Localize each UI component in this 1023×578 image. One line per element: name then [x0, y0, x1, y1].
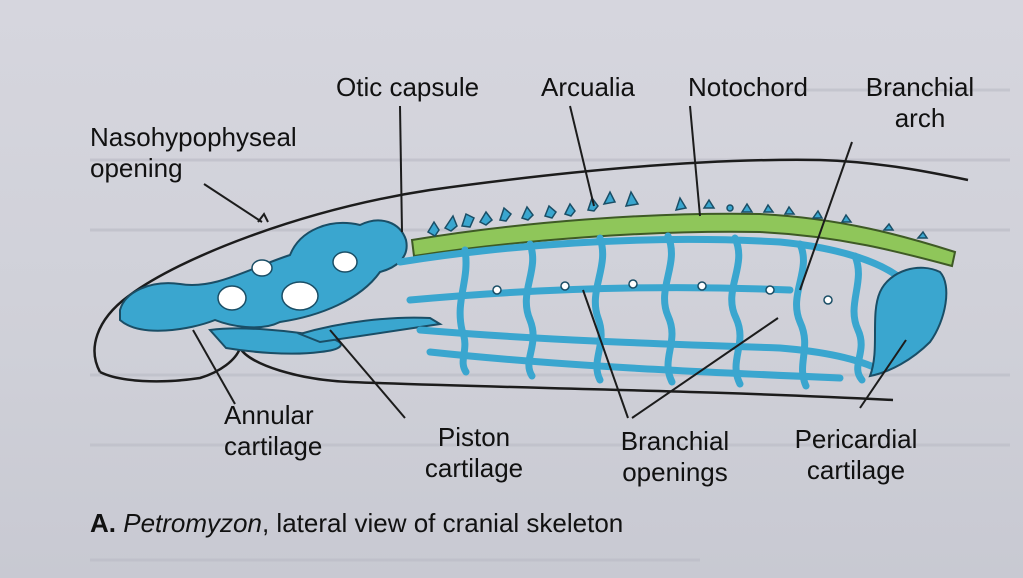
- label-branchial-openings-line2: openings: [622, 457, 728, 487]
- label-branchial-arch-line2: arch: [894, 103, 946, 133]
- label-annular-line2: cartilage: [224, 431, 323, 461]
- label-branchial-openings-line1: Branchial: [620, 426, 730, 456]
- label-arcualia: Arcualia: [541, 72, 635, 102]
- branchial-basket: [396, 232, 904, 390]
- label-notochord: Notochord: [688, 72, 808, 102]
- label-piston-line2: cartilage: [424, 453, 524, 483]
- branchial-openings-circles: [492, 279, 833, 305]
- label-branchial-arch: Branchial arch: [855, 72, 985, 134]
- label-nasohypophyseal-opening: Nasohypophyseal opening: [90, 122, 297, 184]
- label-otic-capsule: Otic capsule: [336, 72, 480, 102]
- caption-text: , lateral view of cranial skeleton: [261, 508, 624, 538]
- figure-caption: A. Petromyzon, lateral view of cranial s…: [90, 508, 623, 539]
- label-piston-cartilage: Piston cartilage: [404, 422, 544, 484]
- label-annular-line1: Annular: [224, 400, 314, 430]
- label-pericardial-line2: cartilage: [806, 455, 906, 485]
- arcualia-group: [426, 190, 929, 239]
- label-nasohypophyseal-line2: opening: [90, 153, 183, 183]
- label-pericardial-line1: Pericardial: [794, 424, 918, 454]
- label-nasohypophyseal-line1: Nasohypophyseal: [90, 122, 297, 152]
- caption-letter: A.: [90, 508, 116, 538]
- notochord-rod: [410, 212, 957, 268]
- leader-lines: [192, 105, 907, 419]
- caption-genus: Petromyzon: [123, 508, 262, 538]
- label-annular-cartilage: Annular cartilage: [224, 400, 322, 462]
- oral-disc-outline: [99, 345, 894, 402]
- cranial-fenestrae: [217, 251, 358, 311]
- label-branchial-openings: Branchial openings: [600, 426, 750, 488]
- label-piston-line1: Piston: [437, 422, 511, 452]
- label-branchial-arch-line1: Branchial: [865, 72, 975, 102]
- label-pericardial-cartilage: Pericardial cartilage: [776, 424, 936, 486]
- nasohypophyseal-notch: [257, 212, 269, 223]
- pericardial-cartilage-shape: [868, 266, 948, 378]
